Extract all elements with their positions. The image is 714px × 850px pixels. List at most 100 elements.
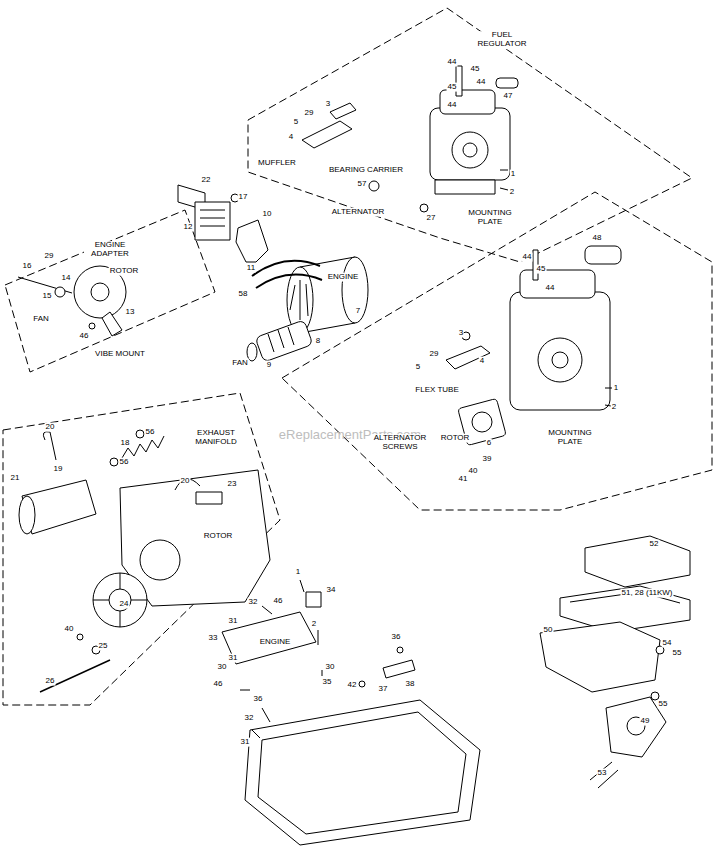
callout-number: 46 <box>273 597 284 606</box>
part-name: FAN <box>32 315 50 324</box>
callout-number: 31 <box>228 617 239 626</box>
callout-number: 33 <box>208 634 219 643</box>
callout-number: 30 <box>325 663 336 672</box>
callout-number: 2 <box>311 620 317 629</box>
callout-number: 4 <box>479 357 485 366</box>
callout-number: 3 <box>458 329 464 338</box>
callout-number: 20 <box>45 423 56 432</box>
callout-number: 19 <box>53 465 64 474</box>
part-name: MOUNTING PLATE <box>461 209 519 227</box>
callout-number: 20 <box>180 477 191 486</box>
engine-right <box>446 246 621 446</box>
part-name: EXHAUST MANIFOLD <box>190 429 242 447</box>
callout-number: 29 <box>44 252 55 261</box>
callout-number: 4 <box>288 133 294 142</box>
callout-number: 40 <box>468 467 479 476</box>
callout-number: 1 <box>295 568 301 577</box>
callout-number: 29 <box>429 350 440 359</box>
callout-number: 50 <box>543 626 554 635</box>
callout-number: 24 <box>119 600 130 609</box>
callout-number: 13 <box>125 308 136 317</box>
callout-number: 8 <box>315 337 321 346</box>
callout-number: 46 <box>79 332 90 341</box>
part-name: ENGINE <box>327 273 360 282</box>
callout-number: 44 <box>545 284 556 293</box>
part-name: ROTOR <box>203 532 234 541</box>
callout-number: 46 <box>213 680 224 689</box>
callout-number: 48 <box>592 234 603 243</box>
part-name: ENGINE <box>259 638 292 647</box>
part-name: MUFFLER <box>257 159 297 168</box>
callout-number: 36 <box>391 633 402 642</box>
part-name: 51, 28 (11KW) <box>621 589 674 598</box>
callout-number: 37 <box>378 685 389 694</box>
callout-number: 17 <box>238 193 249 202</box>
callout-number: 1 <box>510 170 516 179</box>
callout-number: 35 <box>322 678 333 687</box>
callout-number: 9 <box>266 361 272 370</box>
callout-number: 45 <box>470 65 481 74</box>
callout-number: 57 <box>357 180 368 189</box>
callout-number: 15 <box>42 292 53 301</box>
callout-number: 6 <box>486 439 492 448</box>
callout-number: 5 <box>415 363 421 372</box>
callout-number: 2 <box>611 403 617 412</box>
callout-number: 22 <box>201 176 212 185</box>
callout-number: 58 <box>238 290 249 299</box>
group-outline <box>3 8 712 705</box>
callout-number: 3 <box>325 100 331 109</box>
callout-number: 52 <box>649 540 660 549</box>
callout-number: 42 <box>347 681 358 690</box>
callout-number: 26 <box>45 677 56 686</box>
callout-number: 18 <box>120 439 131 448</box>
part-name: ALTERNATOR SCREWS <box>371 434 429 452</box>
callout-number: 25 <box>98 642 109 651</box>
muffler-panel-parts <box>19 430 270 692</box>
callout-number: 39 <box>482 455 493 464</box>
callout-number: 29 <box>304 109 315 118</box>
callout-number: 54 <box>662 639 673 648</box>
callout-number: 31 <box>228 654 239 663</box>
callout-number: 27 <box>426 214 437 223</box>
part-name: ENGINE ADAPTER <box>84 241 136 259</box>
callout-number: 32 <box>248 598 259 607</box>
callout-number: 32 <box>244 714 255 723</box>
callout-number: 12 <box>183 223 194 232</box>
callout-number: 56 <box>145 428 156 437</box>
callout-number: 23 <box>227 480 238 489</box>
callout-number: 36 <box>253 695 264 704</box>
base-frame <box>222 580 480 845</box>
callout-number: 30 <box>217 663 228 672</box>
callout-number: 5 <box>293 118 299 127</box>
part-name: FLEX TUBE <box>414 386 459 395</box>
part-name: FAN <box>231 359 249 368</box>
callout-number: 53 <box>597 769 608 778</box>
air-cleaner <box>540 536 690 788</box>
callout-number: 10 <box>262 210 273 219</box>
callout-number: 55 <box>658 700 669 709</box>
engine-top <box>302 66 518 212</box>
callout-number: 1 <box>613 384 619 393</box>
callout-number: 38 <box>405 680 416 689</box>
part-name: ROTOR <box>109 267 140 276</box>
part-name: VIBE MOUNT <box>94 350 146 359</box>
callout-number: 55 <box>672 649 683 658</box>
callout-number: 56 <box>119 458 130 467</box>
callout-number: 11 <box>246 264 256 273</box>
callout-number: 31 <box>240 738 251 747</box>
callout-number: 34 <box>326 586 337 595</box>
callout-number: 41 <box>458 475 469 484</box>
part-name: MOUNTING PLATE <box>541 429 599 447</box>
callout-number: 44 <box>476 78 487 87</box>
callout-number: 44 <box>447 101 458 110</box>
engine-adapter <box>18 266 126 336</box>
part-name: ALTERNATOR <box>331 208 385 217</box>
callout-number: 47 <box>503 92 514 101</box>
callout-number: 44 <box>522 253 533 262</box>
callout-number: 21 <box>10 474 21 483</box>
callout-number: 2 <box>509 188 515 197</box>
callout-number: 45 <box>447 83 458 92</box>
part-name: BEARING CARRIER <box>328 166 404 175</box>
